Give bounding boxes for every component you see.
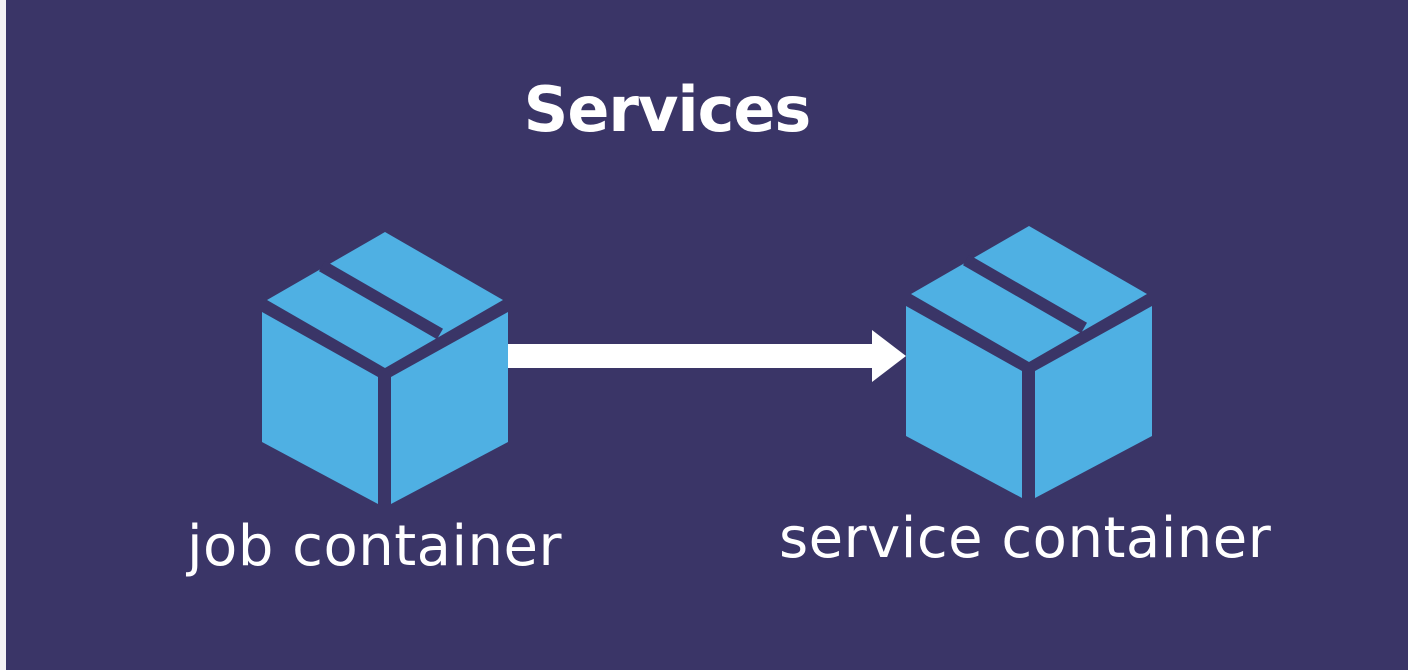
connector-arrow bbox=[508, 330, 906, 382]
diagram-slide: Services job container service container bbox=[6, 0, 1408, 670]
job-container-label: job container bbox=[187, 514, 563, 579]
slide-title: Services bbox=[523, 73, 812, 146]
arrow-shaft bbox=[508, 344, 878, 368]
arrow-head-icon bbox=[872, 330, 906, 382]
job-container-box-icon bbox=[262, 232, 508, 504]
service-container-label: service container bbox=[779, 506, 1272, 571]
service-container-box-icon bbox=[906, 226, 1152, 498]
left-edge-strip bbox=[0, 0, 6, 670]
